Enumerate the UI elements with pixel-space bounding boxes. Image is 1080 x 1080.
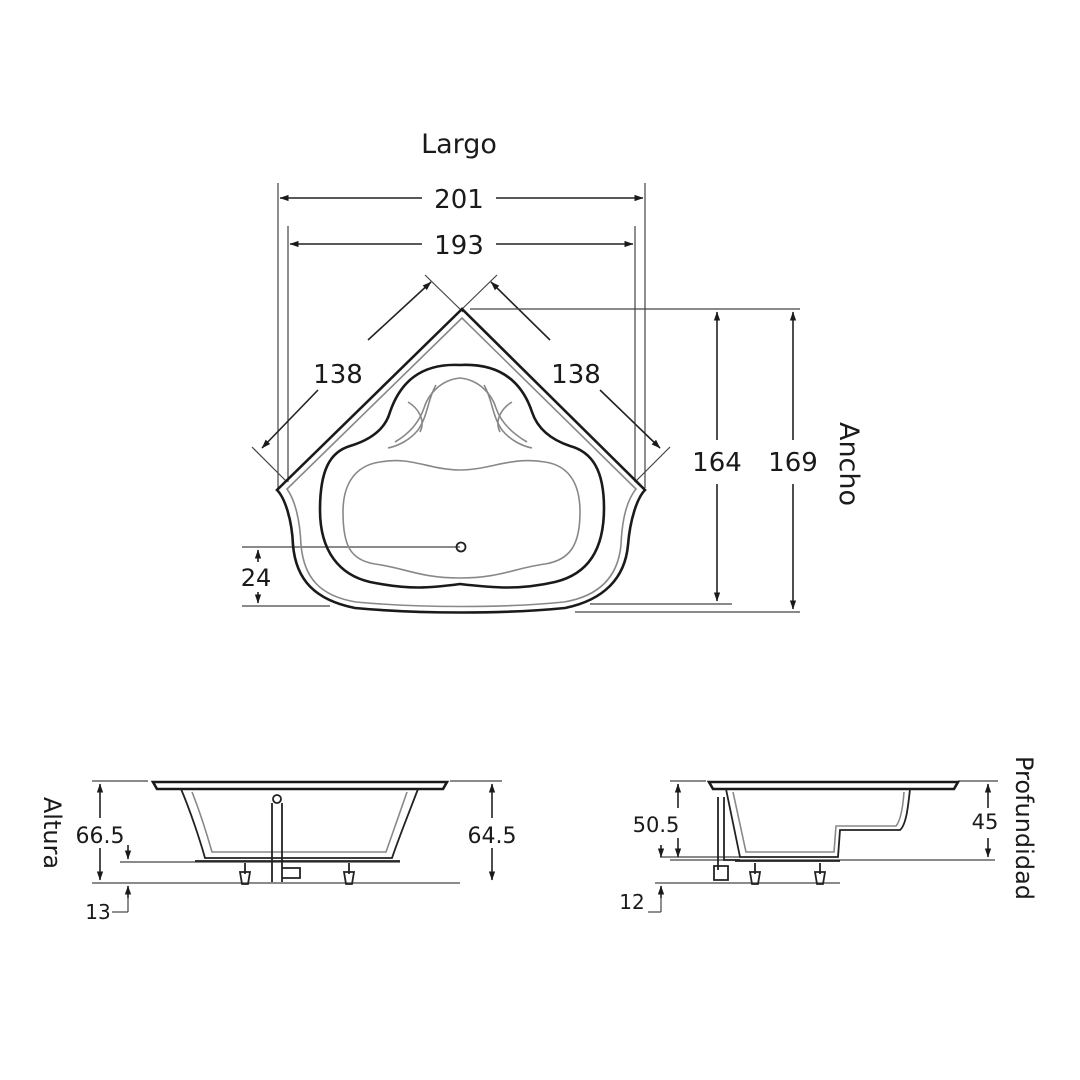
dim-feet-side-value: 12 (619, 890, 644, 914)
label-ancho: Ancho (833, 422, 864, 506)
dim-depth: 45 (972, 783, 999, 858)
dim-inner-length: 193 (289, 231, 634, 261)
dim-feet-front-value: 13 (85, 900, 110, 924)
front-view: Altura 66.5 64.5 13 (38, 780, 517, 924)
bathtub-front-silhouette (150, 780, 450, 885)
dim-rim-height-value: 64.5 (468, 824, 517, 849)
side-view: Profundidad 50.5 45 12 (619, 756, 1038, 914)
dim-total-height: 66.5 (76, 783, 125, 881)
dim-inner-length-value: 193 (434, 231, 484, 261)
top-view: Largo 201 193 138 (241, 129, 864, 614)
dim-overall-length-value: 201 (434, 185, 484, 215)
dim-overall-width-value: 169 (768, 448, 818, 478)
dim-depth-value: 45 (972, 810, 999, 834)
dim-inner-width: 164 (692, 311, 742, 602)
dim-corner-offset: 24 (241, 546, 460, 607)
dim-side-right-value: 138 (551, 360, 601, 390)
dim-feet-front: 13 (85, 845, 132, 924)
bathtub-side-silhouette (706, 780, 961, 885)
dim-side-left-value: 138 (313, 360, 363, 390)
dim-side-left: 138 (261, 281, 432, 449)
dim-inner-depth-value: 50.5 (633, 813, 680, 837)
dim-side-right: 138 (490, 281, 661, 449)
label-profundidad: Profundidad (1010, 756, 1038, 900)
dim-overall-length: 201 (279, 185, 644, 215)
dim-inner-depth: 50.5 (633, 783, 682, 858)
dim-corner-offset-value: 24 (241, 564, 272, 592)
dim-rim-height: 64.5 (468, 783, 517, 881)
dim-feet-side: 12 (619, 845, 665, 914)
label-largo: Largo (421, 129, 497, 160)
dim-total-height-value: 66.5 (76, 824, 125, 849)
dim-overall-width: 169 (768, 311, 818, 610)
bathtub-plan-outline (275, 307, 647, 614)
dim-inner-width-value: 164 (692, 448, 742, 478)
label-altura: Altura (38, 797, 66, 869)
